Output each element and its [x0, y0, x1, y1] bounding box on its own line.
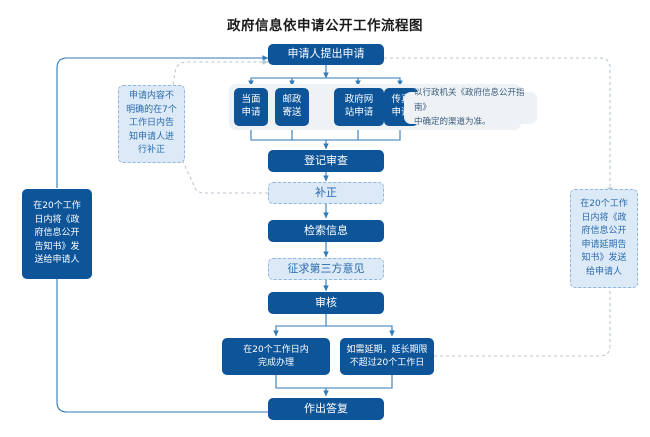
node-audit[interactable]: 审核	[268, 292, 384, 314]
node-extension-20-days[interactable]: 如需延期，延长期限 不超过20个工作日	[340, 338, 434, 375]
note-left-disclosure-notice: 在20个工作 日内将《政 府信息公开 告知书》发 送给申请人	[22, 189, 92, 279]
note-channel-basis: 以行政机关《政府信息公开指南》 中确定的渠道为准。	[404, 88, 537, 127]
node-finish-within-20-days[interactable]: 在20个工作日内 完成办理	[222, 338, 330, 375]
node-register-review[interactable]: 登记审查	[268, 150, 384, 172]
node-method-in-person[interactable]: 当面 申请	[234, 88, 268, 126]
node-search-info[interactable]: 检索信息	[268, 220, 384, 242]
page-title: 政府信息依申请公开工作流程图	[227, 18, 423, 34]
note-right-extension-notice: 在20个工作 日内将《政 府信息公开 申请延期告 知书》发送 给申请人	[570, 189, 638, 288]
node-method-website[interactable]: 政府网 站申请	[334, 88, 384, 126]
node-correction[interactable]: 补正	[268, 182, 384, 204]
node-third-party-opinion[interactable]: 征求第三方意见	[268, 258, 384, 280]
node-reply[interactable]: 作出答复	[268, 398, 384, 420]
node-start[interactable]: 申请人提出申请	[268, 44, 384, 65]
note-unclear-content-correction: 申请内容不 明确的在7个 工作日内告 知申请人进 行补正	[118, 85, 185, 163]
node-method-postal[interactable]: 邮政 寄送	[275, 88, 309, 126]
